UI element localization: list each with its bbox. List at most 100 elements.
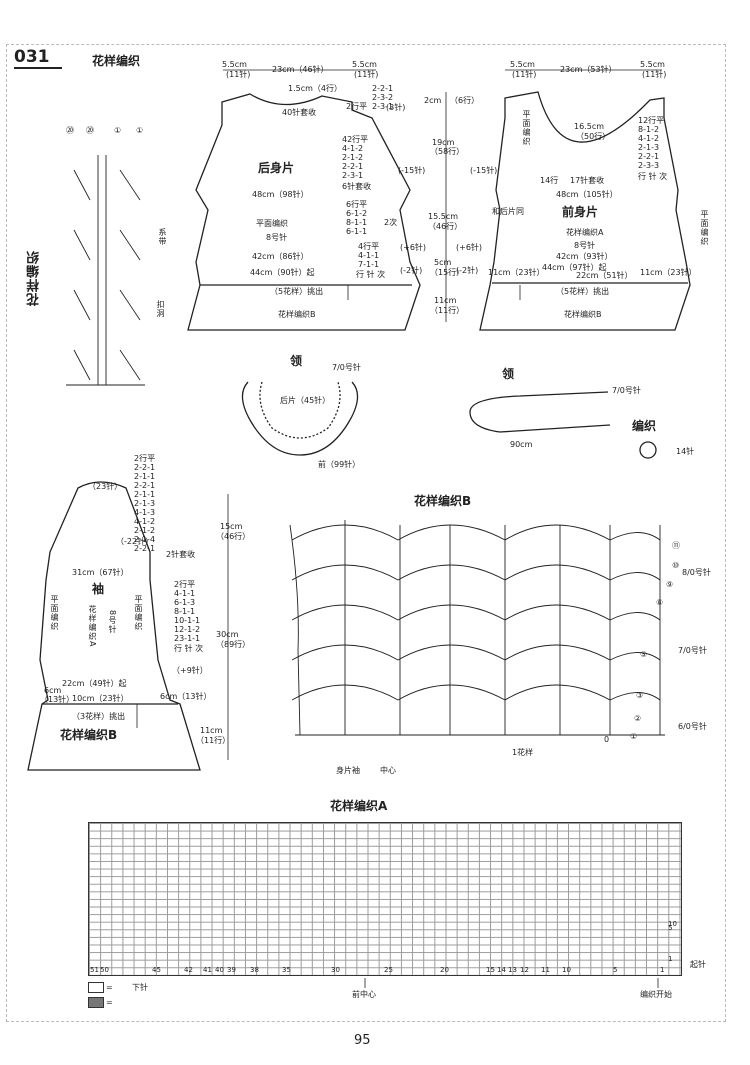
side-marker-3: ① bbox=[114, 126, 122, 135]
sleeve-right6: 6cm（13针） bbox=[160, 692, 212, 701]
front-needle: 8号针 bbox=[574, 241, 596, 250]
dim-d: 5cm bbox=[434, 258, 452, 267]
sleeve-left-plain: 平面编织 bbox=[50, 595, 59, 631]
pattern-b-row-1: ① bbox=[630, 732, 638, 741]
dim-e: 11cm bbox=[434, 296, 457, 305]
front-piece-outline bbox=[479, 91, 691, 331]
dimension-lines bbox=[136, 69, 662, 760]
sleeve-left6b: （13针） bbox=[40, 695, 75, 704]
pattern-code: 031 bbox=[14, 47, 50, 67]
pattern-b-zero: 0 bbox=[604, 735, 610, 744]
sleeve-width: 31cm（67针） bbox=[72, 568, 129, 577]
page-frame bbox=[6, 44, 726, 1022]
collar2-len: 90cm bbox=[510, 440, 533, 449]
sleeve-rnt: 行 针 次 bbox=[174, 644, 204, 653]
pattern-a-title: 花样编织A bbox=[330, 799, 388, 813]
pattern-a-begin: 编织开始 bbox=[640, 990, 672, 999]
back-rnt: 行 针 次 bbox=[356, 270, 386, 279]
back-plain: 平面编织 bbox=[256, 219, 288, 228]
code-underline bbox=[14, 67, 62, 69]
row-label-5: 5 bbox=[668, 924, 673, 932]
back-top-left: 5.5cm bbox=[222, 60, 247, 69]
side-marker-4: ① bbox=[136, 126, 144, 135]
legend-knit-eq: = bbox=[106, 983, 113, 992]
col-label-11: 11 bbox=[541, 966, 550, 974]
back-plus: (+6针) bbox=[400, 243, 427, 252]
front-top-right-rows: (11针) bbox=[642, 70, 667, 79]
back-piece-outline bbox=[187, 93, 421, 331]
sleeve-bind: 2针套收 bbox=[166, 550, 196, 559]
side-marker-2: ⑳ bbox=[86, 126, 94, 135]
col-label-12: 12 bbox=[520, 966, 529, 974]
col-label-51: 51 bbox=[90, 966, 99, 974]
back-pattern: 花样编织B bbox=[278, 310, 316, 319]
back-top-right: 5.5cm bbox=[352, 60, 377, 69]
back-pick: （5花样）挑出 bbox=[270, 287, 324, 296]
collar2-title: 领 bbox=[502, 367, 515, 381]
sleeve-h15r: （46行） bbox=[216, 532, 251, 541]
front-hem: 44cm（97针）起 bbox=[542, 263, 607, 272]
pattern-b-row-9: ⑨ bbox=[666, 580, 674, 589]
col-label-1: 1 bbox=[660, 966, 665, 974]
col-label-25: 25 bbox=[384, 966, 393, 974]
hole-note: 扣洞 bbox=[156, 300, 165, 318]
legend-dark-box bbox=[88, 997, 104, 1008]
col-label-50: 50 bbox=[100, 966, 109, 974]
pattern-a-center: 前中心 bbox=[352, 990, 376, 999]
front-rows14: 14行 bbox=[540, 176, 559, 185]
pattern-a-start: 起针 bbox=[690, 960, 706, 969]
pattern-b-center2: 中心 bbox=[380, 766, 396, 775]
col-label-41: 41 bbox=[203, 966, 212, 974]
back-top-right-rows: (11针) bbox=[354, 70, 379, 79]
back-shoulder-bind: 6针套收 bbox=[342, 182, 372, 191]
sleeve-needle: 8号针 bbox=[108, 610, 117, 635]
front-top-mid: 23cm（53针） bbox=[560, 65, 617, 74]
pattern-b-row-11: ⑪ bbox=[672, 541, 680, 550]
front-pattern-a: 花样编织A bbox=[566, 228, 604, 237]
front-waist: 42cm（93针） bbox=[556, 252, 613, 261]
dim-b: 19cm bbox=[432, 138, 455, 147]
back-waist: 42cm（86针） bbox=[252, 252, 309, 261]
back-top-left-rows: (11针) bbox=[226, 70, 251, 79]
sleeve-cuff: 22cm（49针）起 bbox=[62, 679, 127, 688]
legend-knit-box bbox=[88, 982, 104, 993]
back-needle: 8号针 bbox=[266, 233, 288, 242]
sleeve-h30: 30cm bbox=[216, 630, 239, 639]
back-times: 2次 bbox=[384, 218, 398, 227]
row-label-10: 10 bbox=[668, 920, 677, 928]
dim-a: 2cm bbox=[424, 96, 442, 105]
col-label-5: 5 bbox=[613, 966, 618, 974]
front-same-back: 和后片同 bbox=[492, 207, 524, 216]
sleeve-dec: （-22针） bbox=[116, 537, 154, 546]
back-top-mid: 23cm（46针） bbox=[272, 65, 329, 74]
back-hem: 44cm（90针）起 bbox=[250, 268, 315, 277]
front-bind: 17针套收 bbox=[570, 176, 605, 185]
front-pick: （5花样）挑出 bbox=[556, 287, 610, 296]
front-neck-rows: （50行） bbox=[576, 132, 611, 141]
back-dec: (-15针) bbox=[398, 166, 426, 175]
pattern-b-needle-6: 6/0号针 bbox=[678, 722, 707, 731]
col-label-45: 45 bbox=[152, 966, 161, 974]
sleeve-pattern: 花样编织A bbox=[88, 605, 97, 648]
sleeve-h11r: （11行） bbox=[196, 736, 231, 745]
page-title: 花样编织 bbox=[92, 54, 141, 68]
front-rnt: 行 针 次 bbox=[638, 172, 668, 181]
collar-back: 后片（45针） bbox=[280, 396, 331, 405]
sleeve-h30r: （89行） bbox=[216, 640, 251, 649]
cord-knot bbox=[639, 441, 657, 459]
col-label-38: 38 bbox=[250, 966, 259, 974]
col-label-15: 15 bbox=[486, 966, 495, 974]
back-minus: (-2针) bbox=[400, 266, 423, 275]
sleeve-top: （23针） bbox=[88, 482, 123, 491]
front-right-side: 平面编织 bbox=[700, 210, 709, 246]
dim-b-rows: （58行） bbox=[430, 147, 465, 156]
back-neck-rows2: (3针) bbox=[386, 103, 406, 112]
front-plus: (+6针) bbox=[456, 243, 483, 252]
tie-note: 系带 bbox=[158, 228, 167, 246]
sleeve-right-plain: 平面编织 bbox=[134, 595, 143, 631]
